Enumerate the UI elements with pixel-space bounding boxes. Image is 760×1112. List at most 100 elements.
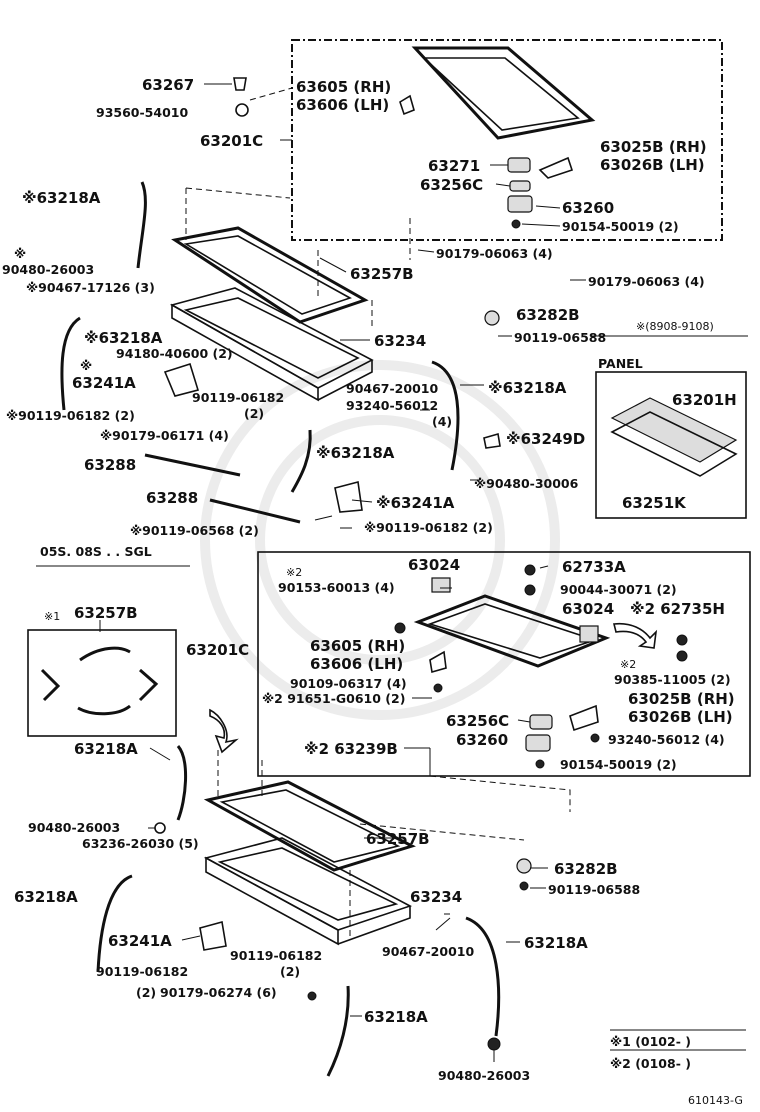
clip-63249D — [483, 432, 501, 449]
label-63241a-1: 63241A — [72, 374, 136, 392]
label-63267: 63267 — [142, 76, 194, 94]
label-63605-mid: 63605 (RH) — [310, 637, 405, 655]
drain-hose-lower-center — [326, 985, 350, 1077]
label-63201h: 63201H — [672, 391, 737, 409]
label-90385: 90385-11005 (2) — [614, 672, 731, 687]
drain-hose-lower-left — [176, 745, 188, 821]
label-63024-b: 63024 — [562, 600, 614, 618]
label-90119-06588-top: 90119-06588 — [514, 330, 606, 345]
label-panel-title: PANEL — [598, 356, 643, 371]
sgl-inset-seals — [40, 646, 159, 716]
label-63026b-mid: 63026B (LH) — [628, 708, 733, 726]
label-63282b-top: 63282B — [516, 306, 580, 324]
label-90385-mark: ※2 — [620, 658, 636, 671]
label-63606-mid: 63606 (LH) — [310, 655, 403, 673]
label-90179-06274: 90179-06274 (6) — [160, 985, 277, 1000]
label-63257b-inset: 63257B — [74, 604, 138, 622]
label-90179-a: 90179-06063 (4) — [436, 246, 553, 261]
label-90480-a-mark: ※ — [14, 246, 26, 261]
label-90119-06182-e2: (2) — [136, 985, 156, 1000]
drain-hose-mid-left — [60, 316, 81, 411]
sgl-inset-box — [27, 629, 177, 737]
label-63241a-3: 63241A — [108, 932, 172, 950]
label-63218a-3: ※63218A — [488, 379, 567, 397]
drain-hose-lower-right — [465, 916, 501, 1037]
panel-glass — [610, 397, 738, 477]
label-90119-06182-a: 90119-06182 — [192, 390, 284, 405]
label-63260-mid: 63260 — [456, 731, 508, 749]
rod-63288-a — [144, 453, 241, 477]
lower-housing — [203, 837, 413, 946]
label-90119-06182-e: 90119-06182 — [96, 964, 188, 979]
label-63201c-mid: 63201C — [186, 641, 249, 659]
label-90119-06182-d2: (2) — [280, 964, 300, 979]
top-small-parts — [233, 77, 415, 117]
leader-lines — [99, 83, 748, 1062]
label-8908: ※(8908-9108) — [636, 320, 714, 333]
label-90153: 90153-60013 (4) — [278, 580, 395, 595]
label-note1: ※1 (0102- ) — [610, 1034, 691, 1049]
label-63271: 63271 — [428, 157, 480, 175]
label-90179-b: 90179-06063 (4) — [588, 274, 705, 289]
label-90044: 90044-30071 (2) — [560, 582, 677, 597]
label-93240-a: 93240-56012 — [346, 398, 438, 413]
label-93240-b: 93240-56012 (4) — [608, 732, 725, 747]
label-93560: 93560-54010 — [96, 105, 188, 120]
panel-box — [595, 371, 747, 519]
label-90467-a: ※90467-17126 (3) — [26, 280, 155, 295]
label-63288-a: 63288 — [84, 456, 136, 474]
label-90154-top: 90154-50019 (2) — [562, 219, 679, 234]
rod-63288-b — [209, 498, 301, 524]
sgl-glass-assembly-box — [257, 551, 751, 777]
top-hinge-brackets — [507, 156, 574, 229]
label-63218a-1: ※63218A — [22, 189, 101, 207]
bracket-63241A-upper — [163, 362, 200, 397]
label-62735h: ※2 62735H — [630, 600, 725, 618]
label-63234-top: 63234 — [374, 332, 426, 350]
label-90109: 90109-06317 (4) — [290, 676, 407, 691]
label-91651: ※2 91651-G0610 (2) — [262, 691, 405, 706]
label-90119-06182-a2: (2) — [244, 406, 264, 421]
part-labels: 63267 93560-54010 63201C 63605 (RH) 6360… — [2, 76, 743, 1107]
label-63218a-2: ※63218A — [84, 329, 163, 347]
label-note2: ※2 (0108- ) — [610, 1056, 691, 1071]
label-sgl-note: 05S. 08S . . SGL — [40, 544, 152, 559]
clip-63282B-upper — [484, 310, 500, 326]
label-63260-top: 63260 — [562, 199, 614, 217]
label-90119-06182-d: 90119-06182 — [230, 948, 322, 963]
label-63026b-top: 63026B (LH) — [600, 156, 705, 174]
drain-hose-upper-left — [136, 181, 147, 269]
label-63606-top: 63606 (LH) — [296, 96, 389, 114]
label-63288-b: 63288 — [146, 489, 198, 507]
lower-frame-seal — [203, 780, 416, 872]
label-63257b-top: 63257B — [350, 265, 414, 283]
label-93240-a2: (4) — [432, 414, 452, 429]
label-63236: 63236-26030 (5) — [82, 836, 199, 851]
label-90119-06182-b: ※90119-06182 (2) — [6, 408, 135, 423]
label-90480-c: 90480-26003 — [438, 1068, 530, 1083]
label-90153-mark: ※2 — [286, 566, 302, 579]
bracket-63241A-lower — [199, 920, 227, 951]
label-63218a-4: ※63218A — [316, 444, 395, 462]
bracket-63241A-mid — [334, 480, 363, 513]
label-63249d: ※63249D — [506, 430, 585, 448]
top-glass-panel — [411, 46, 596, 140]
clip-63282B-lower — [516, 858, 532, 874]
label-63605-top: 63605 (RH) — [296, 78, 391, 96]
label-63218a-6: 63218A — [14, 888, 78, 906]
label-63251k: 63251K — [622, 494, 687, 512]
drain-hose-right — [431, 360, 460, 471]
label-63218a-8: 63218A — [364, 1008, 428, 1026]
label-90119-06182-c: ※90119-06182 (2) — [364, 520, 493, 535]
label-inset-mark: ※1 — [44, 610, 60, 623]
label-63282b-bot: 63282B — [554, 860, 618, 878]
label-63201c-top: 63201C — [200, 132, 263, 150]
drain-hose-lower-far-left — [96, 874, 133, 973]
upper-frame-seal — [171, 226, 369, 324]
label-63241a-mark: ※ — [80, 358, 92, 373]
label-63256c-top: 63256C — [420, 176, 483, 194]
label-62733a: 62733A — [562, 558, 626, 576]
label-63257b-bot: 63257B — [366, 830, 430, 848]
